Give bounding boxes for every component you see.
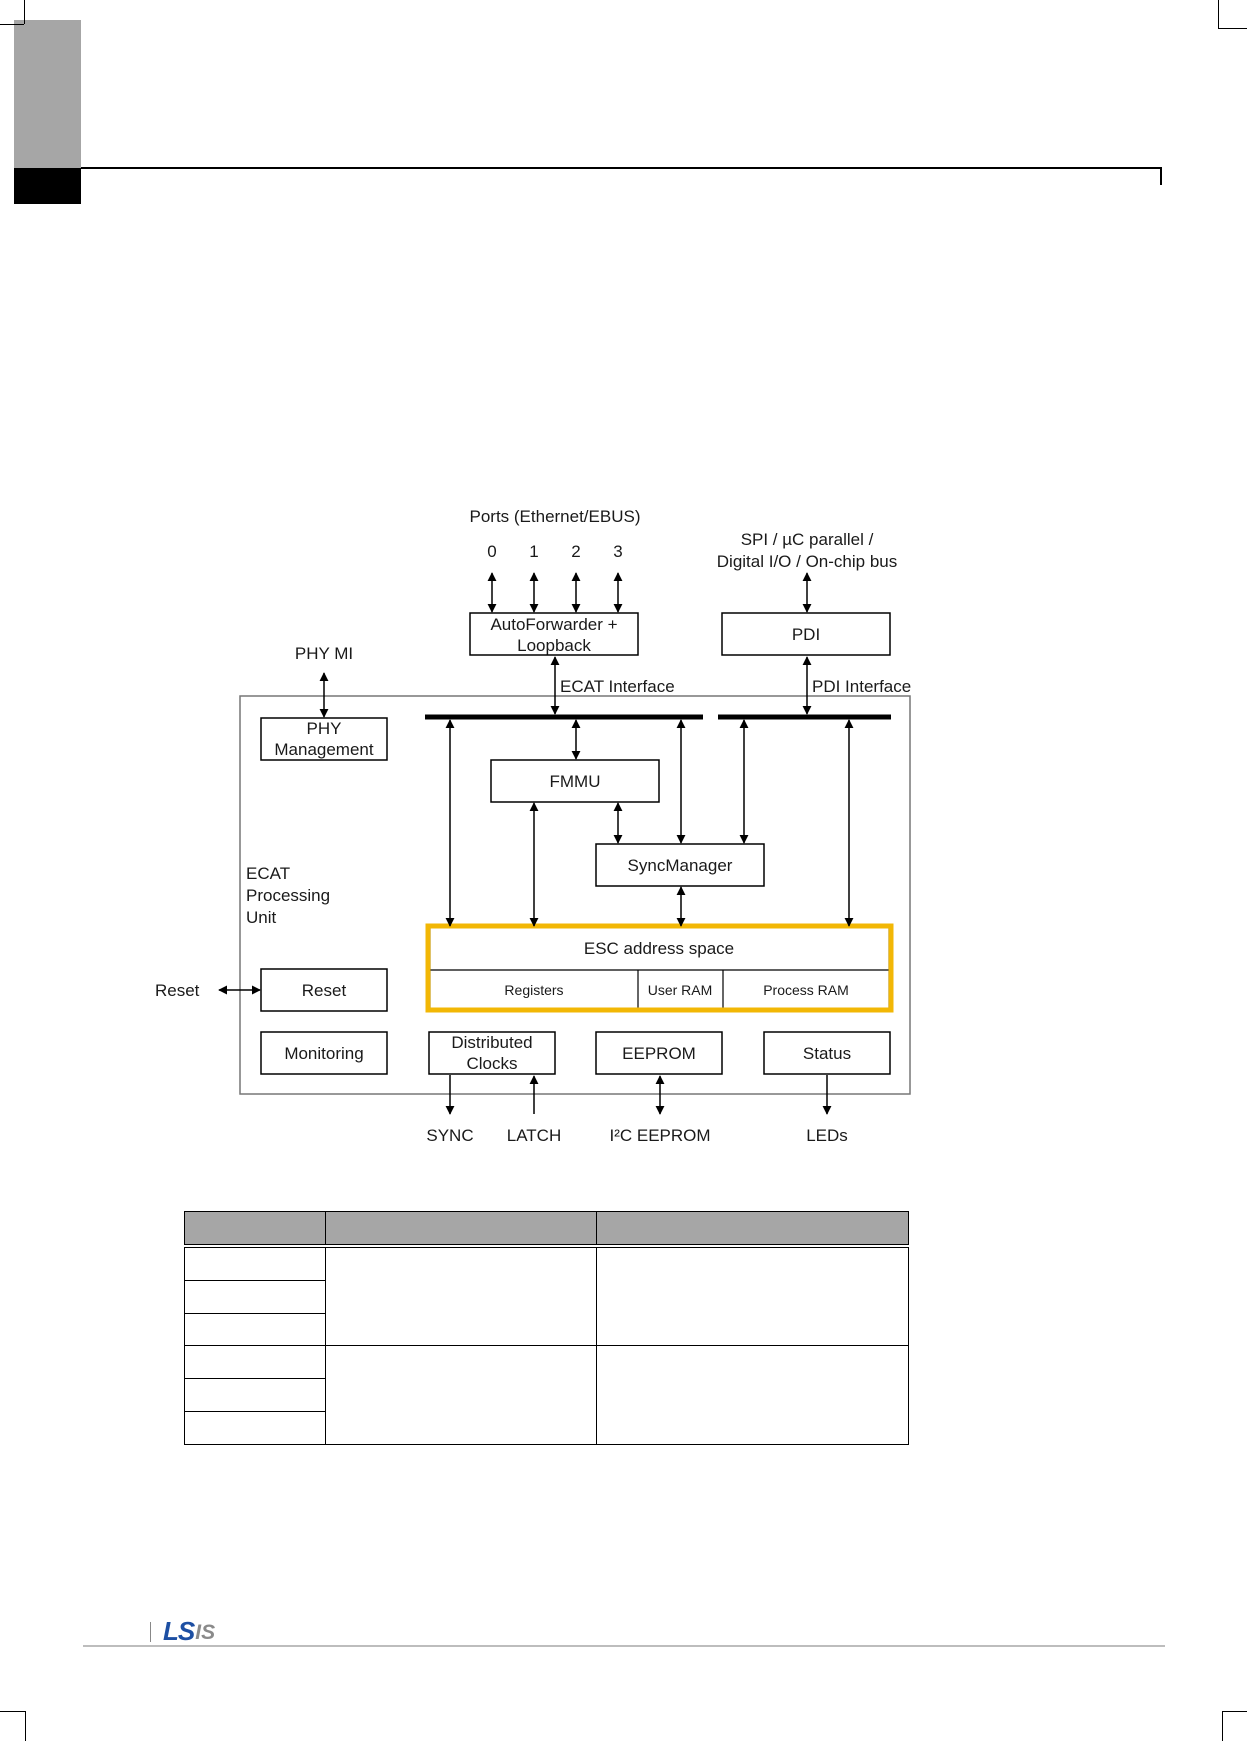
- eeprom-label: EEPROM: [622, 1044, 696, 1063]
- crop-mark-top-left: [0, 24, 24, 25]
- ecat-processing-unit-label-line2: Processing: [246, 886, 330, 905]
- header-rule: [81, 167, 1162, 169]
- table-cell: [596, 1247, 909, 1346]
- table-cell: [325, 1247, 597, 1346]
- latch-label: LATCH: [507, 1126, 561, 1145]
- crop-mark-top-right: [1218, 28, 1247, 29]
- port-2-label: 2: [571, 542, 580, 561]
- autoforwarder-label-line2: Loopback: [517, 636, 591, 655]
- eeprom-block: [595, 1031, 723, 1075]
- crop-mark-bottom-left: [0, 1711, 25, 1712]
- crop-mark-bottom-right: [1222, 1711, 1247, 1712]
- distributed-clocks-label-line1: Distributed: [451, 1033, 532, 1052]
- syncmanager-label: SyncManager: [628, 856, 733, 875]
- port-1-label: 1: [529, 542, 538, 561]
- chapter-tab-marker: [14, 168, 81, 204]
- table-cell: [184, 1411, 326, 1445]
- table-cell: [184, 1247, 326, 1281]
- pdi-interface-label: PDI Interface: [812, 677, 911, 696]
- user-ram-label: User RAM: [648, 982, 713, 998]
- chapter-tab: [14, 20, 81, 168]
- syncmanager-block: [595, 843, 765, 887]
- table-header-cell: [596, 1211, 909, 1245]
- port-3-label: 3: [613, 542, 622, 561]
- crop-mark-top-left: [24, 0, 25, 24]
- crop-mark-bottom-left: [25, 1711, 26, 1741]
- reset-block-label: Reset: [302, 981, 347, 1000]
- logo-ls-text: LS: [163, 1616, 195, 1646]
- pdi-label: PDI: [792, 625, 820, 644]
- logo-divider: [150, 1622, 151, 1642]
- esc-address-space-highlight: [425, 923, 894, 1013]
- process-ram-label: Process RAM: [763, 982, 849, 998]
- monitoring-label: Monitoring: [284, 1044, 363, 1063]
- logo-is-text: IS: [195, 1621, 216, 1644]
- phy-mi-label: PHY MI: [295, 644, 353, 663]
- ecat-processing-unit-label-line3: Unit: [246, 908, 277, 927]
- phy-management-label-line2: Management: [274, 740, 374, 759]
- registers-label: Registers: [504, 982, 563, 998]
- pdi-bus-label-line2: Digital I/O / On-chip bus: [717, 552, 897, 571]
- table-cell: [184, 1378, 326, 1412]
- crop-mark-bottom-right: [1222, 1711, 1223, 1741]
- autoforwarder-label-line1: AutoForwarder +: [490, 615, 617, 634]
- esc-address-space-label: ESC address space: [584, 939, 734, 958]
- pdi-block: [721, 612, 891, 656]
- table-cell: [325, 1345, 597, 1445]
- table-cell: [596, 1345, 909, 1445]
- footer-rule: [83, 1645, 1165, 1647]
- ports-title: Ports (Ethernet/EBUS): [469, 507, 640, 526]
- fmmu-label: FMMU: [550, 772, 601, 791]
- table-header-cell: [325, 1211, 597, 1245]
- spec-table: [184, 1211, 909, 1445]
- port-0-label: 0: [487, 542, 496, 561]
- table-cell: [184, 1280, 326, 1314]
- fmmu-block: [490, 759, 660, 803]
- status-label: Status: [803, 1044, 851, 1063]
- phy-management-label-line1: PHY: [307, 719, 342, 738]
- table-cell: [184, 1313, 326, 1346]
- distributed-clocks-block: [428, 1031, 556, 1075]
- i2c-eeprom-label: I²C EEPROM: [609, 1126, 710, 1145]
- header-rule-tick: [1160, 167, 1162, 185]
- table-header-cell: [184, 1211, 326, 1245]
- reset-external-label: Reset: [155, 981, 200, 1000]
- status-block: [763, 1031, 891, 1075]
- crop-mark-top-right: [1218, 0, 1219, 28]
- pdi-bus-label-line1: SPI / µC parallel /: [741, 530, 874, 549]
- table-cell: [184, 1345, 326, 1379]
- reset-block: [260, 968, 388, 1012]
- autoforwarder-block: [469, 612, 639, 656]
- leds-label: LEDs: [806, 1126, 848, 1145]
- ecat-processing-unit-label-line1: ECAT: [246, 864, 290, 883]
- distributed-clocks-label-line2: Clocks: [466, 1054, 517, 1073]
- ecat-interface-label: ECAT Interface: [560, 677, 675, 696]
- company-logo: LS IS: [150, 1618, 215, 1644]
- monitoring-block: [260, 1031, 388, 1075]
- sync-label: SYNC: [426, 1126, 473, 1145]
- phy-management-block: [260, 717, 388, 761]
- esc-boundary: [239, 695, 911, 1095]
